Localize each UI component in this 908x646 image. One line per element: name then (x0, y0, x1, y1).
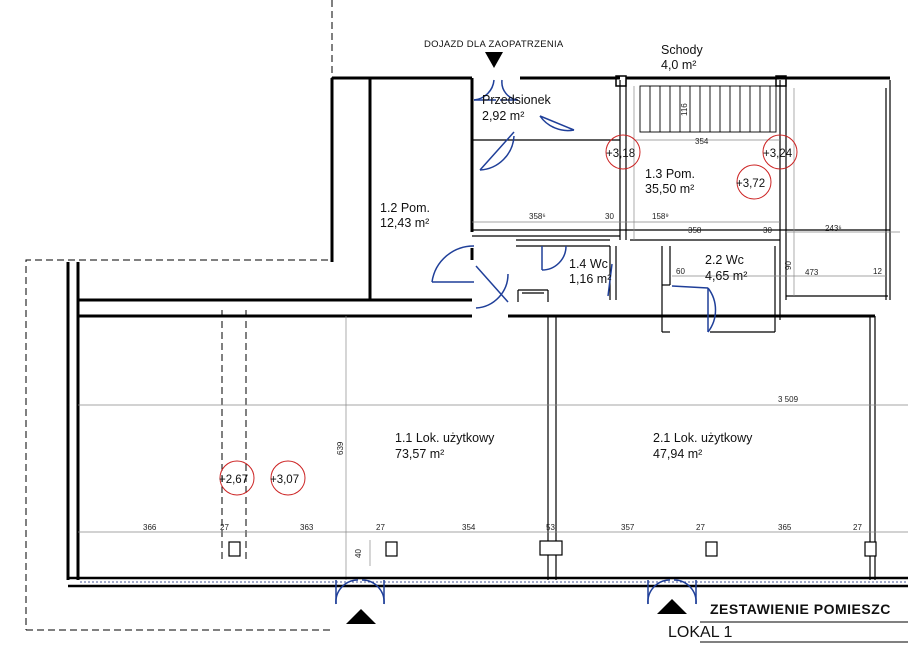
doors (335, 79, 717, 605)
room-name-lok21: 2.1 Lok. użytkowy (653, 431, 753, 445)
dimension-label: 3 509 (778, 395, 799, 404)
dimension-label: 366 (143, 523, 157, 532)
dashed-outline (25, 0, 333, 631)
level-value: +3,24 (763, 148, 793, 160)
dimension-label: 354 (462, 523, 476, 532)
room-area-wc22: 4,65 m² (705, 269, 747, 283)
supply-label: DOJAZD DLA ZAOPATRZENIA (424, 39, 564, 50)
dimension-label: 53 (546, 523, 555, 532)
dimension-label: 473 (805, 268, 819, 277)
dimension-label: 358⁶ (529, 212, 546, 221)
room-name-pom13: 1.3 Pom. (645, 167, 695, 181)
dimension-label: 357 (621, 523, 635, 532)
dimension-lines (78, 86, 908, 580)
entry-arrows (346, 52, 687, 624)
schedule-subheading: LOKAL 1 (668, 624, 732, 641)
schedule-heading: ZESTAWIENIE POMIESZC (710, 601, 891, 617)
dimension-label: 30 (763, 226, 772, 235)
dimension-label: 12 (873, 267, 882, 276)
dimension-label: 354 (695, 137, 709, 146)
dimension-label: 158⁹ (652, 212, 669, 221)
staircase (615, 75, 787, 133)
pillars (228, 540, 877, 557)
level-value: +2,67 (219, 474, 248, 486)
room-name-wc14: 1.4 Wc (569, 257, 608, 271)
dimension-label: 358 (688, 226, 702, 235)
dimension-label: 27 (220, 523, 229, 532)
dimension-label: 40 (354, 549, 363, 558)
room-area-pom13: 35,50 m² (645, 182, 694, 196)
level-value: +3,18 (606, 148, 635, 160)
dimension-label: 27 (853, 523, 862, 532)
dimension-label: 27 (696, 523, 705, 532)
inner-walls (472, 80, 891, 580)
room-name-schody: Schody (661, 43, 703, 57)
entry-arrow-icon (346, 609, 376, 624)
room-name-lok11: 1.1 Lok. użytkowy (395, 431, 495, 445)
level-markers (219, 134, 798, 496)
room-area-pom12: 12,43 m² (380, 216, 429, 230)
room-area-wc14: 1,16 m² (569, 272, 611, 286)
supply-arrow-icon (485, 52, 503, 68)
dimension-label: 243⁶ (825, 224, 842, 233)
room-name-pom12: 1.2 Pom. (380, 201, 430, 215)
room-area-lok21: 47,94 m² (653, 447, 702, 461)
level-value: +3,72 (736, 178, 765, 190)
dimension-label: 30 (605, 212, 614, 221)
entry-arrow-icon (657, 599, 687, 614)
room-name-przedsionek: Przedsionek (482, 93, 552, 107)
outer-walls (66, 76, 890, 580)
dimension-label: 639 (336, 441, 345, 455)
dimension-label: 365 (778, 523, 792, 532)
dimension-label: 363 (300, 523, 314, 532)
dimension-label: 60 (676, 267, 685, 276)
schedule-table: ZESTAWIENIE POMIESZC LOKAL 1 (668, 601, 908, 643)
room-area-lok11: 73,57 m² (395, 447, 444, 461)
dimension-label: 90 (784, 261, 793, 270)
dimension-label: 116 (680, 103, 689, 116)
level-value: +3,07 (270, 474, 299, 486)
room-name-wc22: 2.2 Wc (705, 253, 744, 267)
room-area-schody: 4,0 m² (661, 58, 696, 72)
dimension-label: 27 (376, 523, 385, 532)
room-area-przedsionek: 2,92 m² (482, 109, 524, 123)
window-band (68, 576, 908, 588)
